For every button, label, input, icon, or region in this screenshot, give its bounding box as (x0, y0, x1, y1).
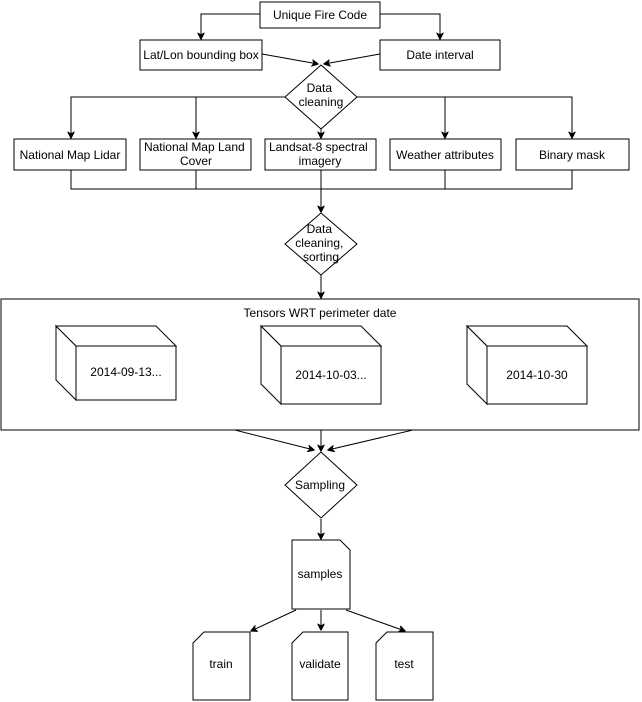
edge-latlon-datacleaning (261, 53, 318, 64)
node-national-map-lidar[interactable]: National Map Lidar (13, 138, 127, 171)
svg-text:samples: samples (298, 567, 343, 581)
node-date-interval[interactable]: Date interval (379, 39, 501, 71)
node-sampling-decision[interactable]: Sampling (284, 451, 358, 519)
node-national-map-land-cover[interactable]: National Map Land Cover (139, 138, 252, 171)
edge-samples-train (251, 609, 297, 631)
edge-firecode-dateinterval (380, 13, 440, 39)
node-test-document[interactable]: test (375, 631, 434, 701)
edge-firecode-latlon (201, 13, 260, 39)
svg-text:Landsat-8 spectral image: Landsat-8 spectral imagery (269, 140, 371, 168)
node-validate-document[interactable]: validate (291, 631, 349, 701)
node-data-cleaning-sorting-decision[interactable]: Data cleaning, sorting (284, 212, 358, 276)
edge-spine-right (357, 96, 572, 138)
svg-text:Lat/Lon bounding box: Lat/Lon bounding box (143, 48, 258, 62)
svg-text:Sampling: Sampling (295, 478, 345, 492)
node-data-cleaning-decision[interactable]: Data cleaning (284, 64, 358, 130)
node-latlon-bbox[interactable]: Lat/Lon bounding box (139, 39, 263, 71)
svg-text:Data cleaning: Data cleaning (299, 81, 344, 109)
node-samples-document[interactable]: samples (291, 539, 351, 610)
svg-text:2014-09-13...: 2014-09-13... (90, 365, 161, 379)
edge-samples-test (345, 609, 405, 631)
tensor-cube-2[interactable]: 2014-10-03... (259, 324, 383, 406)
svg-text:train: train (209, 657, 232, 671)
svg-text:2014-10-03...: 2014-10-03... (295, 368, 366, 382)
edge-spine-left (71, 96, 285, 138)
svg-text:National Map Land Cover: National Map Land Cover (144, 140, 248, 168)
node-unique-fire-code[interactable]: Unique Fire Code (259, 1, 381, 29)
tensor-cube-3[interactable]: 2014-10-30 (465, 324, 589, 406)
node-binary-mask[interactable]: Binary mask (515, 138, 630, 171)
svg-text:2014-10-30: 2014-10-30 (506, 368, 568, 382)
svg-text:Unique Fire Code: Unique Fire Code (273, 8, 367, 22)
svg-text:test: test (394, 657, 414, 671)
svg-text:National Map Lidar: National Map Lidar (20, 148, 121, 162)
svg-text:Binary mask: Binary mask (539, 148, 606, 162)
svg-text:Weather attributes: Weather attributes (396, 148, 494, 162)
tensor-cube-1[interactable]: 2014-09-13... (54, 324, 178, 402)
svg-text:validate: validate (299, 657, 341, 671)
svg-text:Date interval: Date interval (406, 48, 473, 62)
node-train-document[interactable]: train (192, 631, 251, 701)
svg-text:Data cleaning, sor: Data cleaning, sorting (295, 222, 346, 264)
node-weather-attributes[interactable]: Weather attributes (389, 138, 502, 171)
node-landsat-imagery[interactable]: Landsat-8 spectral imagery (264, 138, 377, 171)
edge-dateinterval-datacleaning (324, 53, 381, 64)
svg-text:Tensors WRT perimeter date: Tensors WRT perimeter date (244, 306, 397, 320)
